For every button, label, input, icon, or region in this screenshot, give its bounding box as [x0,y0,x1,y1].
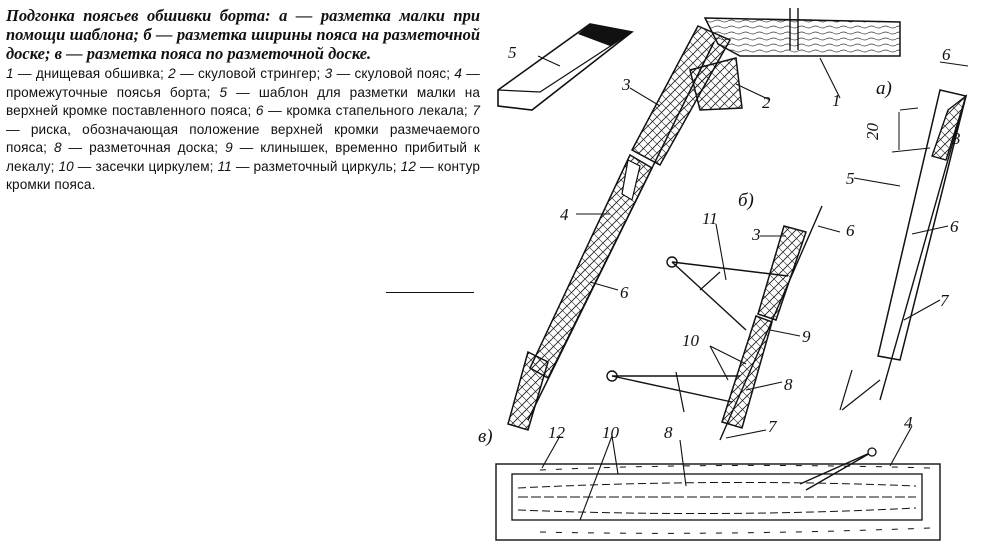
label-7-view-a: 7 [940,291,950,310]
label-3-view-a: 3 [951,129,961,148]
legend-number: 9 [225,140,233,155]
label-6-view-a: 6 [950,217,959,236]
template-5 [497,23,634,111]
bottom-planking-1 [703,8,901,57]
legend-number: 6 [255,103,264,118]
label-9: 9 [802,327,811,346]
label-12: 12 [548,423,566,442]
intermediate-strake-4 [507,153,653,431]
legend-text: — скуловой стрингер; [175,66,325,81]
leader-lines [537,55,949,521]
legend-number: 4 [454,66,463,81]
legend-text: — засечки циркулем; [73,158,218,174]
legend-text: — риска, обозначающая положение верхней … [6,121,480,156]
label-4-view-v: 4 [904,413,913,432]
legend-number: 11 [217,158,232,174]
view-a [839,61,969,411]
legend-number: 7 [472,103,480,118]
caption-title: Подгонка поясьев обшивки борта: а — разм… [6,6,480,63]
legend-number: 5 [219,84,228,100]
legend-number: 10 [58,158,74,174]
legend-text: — разметочный циркуль; [231,158,401,174]
figure-caption: Подгонка поясьев обшивки борта: а — разм… [6,6,480,195]
label-10-view-v: 10 [602,423,620,442]
label-10-view-b: 10 [682,331,700,350]
legend-text: — скуловой пояс; [332,66,455,81]
dim-label-6: 6 [942,45,951,64]
label-7-view-b: 7 [768,417,778,436]
legend-text: — днищевая обшивка; [13,66,169,81]
label-11: 11 [702,209,718,228]
label-3-main: 3 [621,75,631,94]
view-v-label: в) [478,426,493,447]
legend-text: — шаблон для разметки малки на верхней к… [6,84,480,119]
legend-number: 3 [324,66,333,81]
label-4-main: 4 [560,205,569,224]
legend-number: 1 [6,66,14,81]
dim-label-20: 20 [863,123,882,141]
label-6-view-b: 6 [846,221,855,240]
legend-text: — кромка стапельного лекала; [263,103,473,118]
legend-number: 2 [168,66,176,81]
view-v [495,447,941,541]
label-5-template: 5 [508,43,517,62]
view-b-label: б) [738,190,754,211]
label-6-main: 6 [620,283,629,302]
label-3-view-b: 3 [751,225,761,244]
caption-divider [386,292,474,293]
legend-number: 8 [53,140,62,155]
view-a-label: а) [876,78,892,99]
label-1: 1 [832,91,841,110]
label-8-view-b: 8 [784,375,793,394]
mould-edge-6 [527,41,715,421]
legend-text: — разметочная доска; [61,140,226,155]
legend-text: — контур кромки пояса. [6,158,480,193]
label-2: 2 [762,93,771,112]
caption-legend: 1 — днищевая обшивка; 2 — скуловой стрин… [6,65,480,195]
view-b [606,205,823,441]
label-8-view-v: 8 [664,423,673,442]
legend-text: — клинышек, временно прибитый к лекалу; [6,140,480,174]
legend-text: — промежуточные поясья борта; [6,66,480,100]
legend-number: 12 [400,158,416,174]
label-5-view-a: 5 [846,169,855,188]
